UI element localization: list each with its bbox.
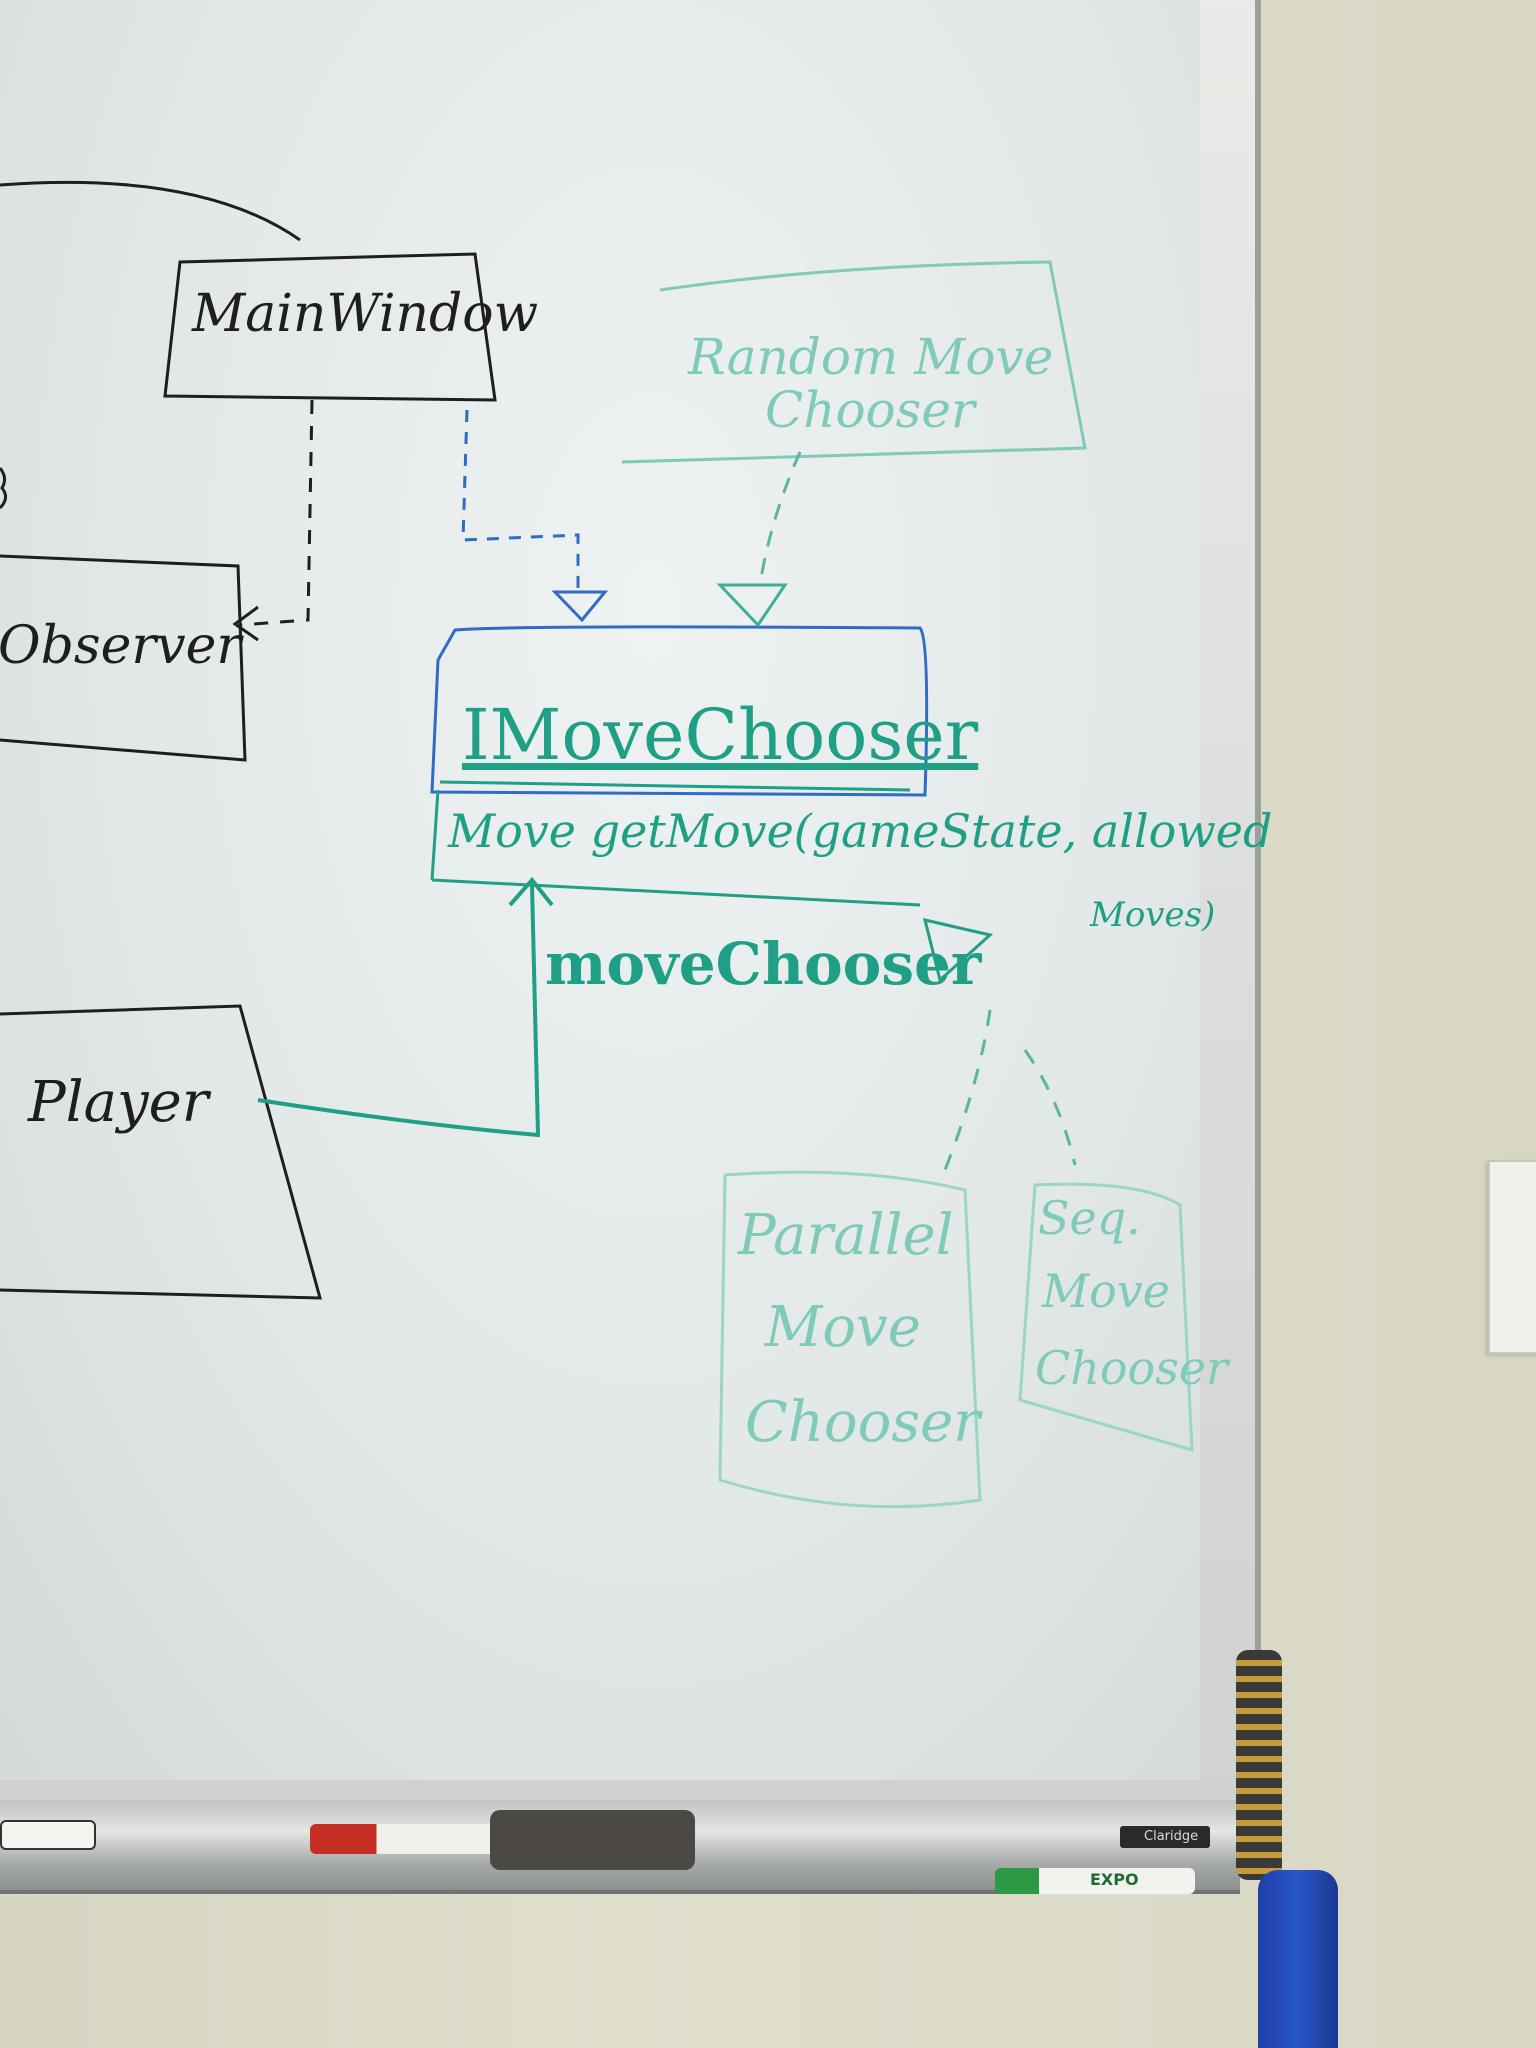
- seq-chooser-line3: Chooser: [1035, 1341, 1229, 1395]
- observer-arrowhead: [232, 605, 259, 642]
- association-role-label: moveChooser: [545, 930, 982, 998]
- blue-cloth: [1258, 1870, 1338, 2048]
- player-label: Player: [28, 1070, 209, 1135]
- main-interface-realization: [461, 409, 580, 590]
- player-association-line: [257, 884, 541, 1138]
- interface-bottom-edge: [431, 878, 921, 907]
- parallel-realization: [943, 1009, 992, 1171]
- red-marker[interactable]: [310, 1824, 500, 1854]
- association-arrowhead: [508, 876, 554, 907]
- main-observer-dependency: [239, 399, 314, 627]
- parallel-chooser-line1: Parallel: [738, 1203, 954, 1268]
- main-window-label: MainWindow: [192, 284, 539, 344]
- interface-box: [430, 625, 929, 797]
- seq-chooser-line1: Seq.: [1038, 1191, 1141, 1245]
- light-switch-plate: [1488, 1160, 1536, 1354]
- seq-chooser-line2: Move: [1042, 1264, 1171, 1318]
- tray-brand-badge: Claridge: [1120, 1826, 1210, 1848]
- random-chooser-line1: Random Move: [688, 328, 1054, 386]
- random-chooser-box: [621, 260, 1087, 464]
- parallel-chooser-line2: Move: [765, 1295, 921, 1360]
- stray-mark: [0, 467, 7, 510]
- parallel-chooser-line3: Chooser: [745, 1390, 980, 1455]
- eraser[interactable]: [490, 1810, 695, 1870]
- seq-realization: [1023, 1049, 1077, 1166]
- random-interface-realization: [758, 451, 802, 586]
- parallel-chooser-box: [718, 1170, 982, 1509]
- interface-name-divider: [439, 780, 911, 792]
- interface-left-teal: [430, 789, 440, 881]
- main-window-box: [163, 252, 497, 402]
- green-marker[interactable]: EXPO: [995, 1868, 1195, 1894]
- black-marker[interactable]: [0, 1820, 96, 1850]
- interface-method-label: Move getMove(gameState, allowed: [448, 804, 1273, 858]
- hanging-marker-holder: [1236, 1650, 1282, 1880]
- observer-label: Observer: [0, 616, 242, 676]
- seq-chooser-box: [1018, 1182, 1194, 1453]
- marker-brand-label: EXPO: [1090, 1870, 1139, 1889]
- interface-name-label: IMoveChooser: [462, 694, 979, 776]
- random-triangle-arrowhead: [716, 583, 788, 628]
- top-arc-line: [0, 180, 301, 242]
- player-box: [0, 1004, 322, 1300]
- random-chooser-line2: Chooser: [765, 381, 975, 439]
- interface-method-continued: Moves): [1090, 895, 1216, 935]
- subclass-triangle-arrowhead: [922, 917, 994, 983]
- observer-box: [0, 554, 247, 762]
- blue-triangle-arrowhead: [551, 590, 609, 623]
- tray-brand-label: Claridge: [1144, 1829, 1199, 1844]
